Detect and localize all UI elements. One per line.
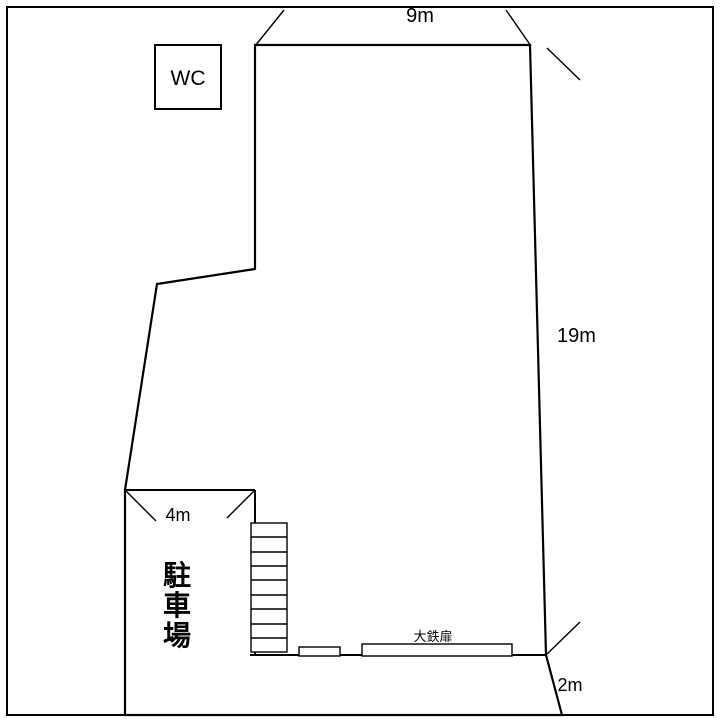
image-border bbox=[6, 6, 714, 716]
dim-top-label: 9m bbox=[406, 5, 434, 27]
plot-outline bbox=[123, 43, 564, 717]
tick-4m-right bbox=[226, 490, 255, 519]
wc-label: WC bbox=[171, 67, 206, 90]
large-iron-door bbox=[361, 643, 513, 657]
wc-box bbox=[154, 44, 222, 110]
tick-4m-left bbox=[125, 490, 157, 522]
tick-19m-bottom bbox=[546, 621, 581, 655]
iron-door-label: 大鉄扉 bbox=[413, 629, 452, 644]
tick-19m-top bbox=[546, 47, 581, 81]
dim-bottom-label: 2m bbox=[557, 675, 582, 695]
tick-9m-right bbox=[505, 9, 532, 47]
parking-label-char: 場 bbox=[163, 620, 191, 651]
dim-right-label: 19m bbox=[557, 325, 596, 347]
small-door bbox=[298, 646, 341, 657]
parking-label-char: 駐 bbox=[163, 560, 191, 591]
parking-label-char: 車 bbox=[163, 590, 191, 621]
tick-9m-left bbox=[254, 9, 285, 47]
dim-parking-label: 4m bbox=[165, 505, 190, 525]
stairs-outline bbox=[250, 522, 288, 653]
stairs bbox=[250, 522, 288, 653]
parking-label: 駐 車 場 bbox=[163, 560, 191, 651]
